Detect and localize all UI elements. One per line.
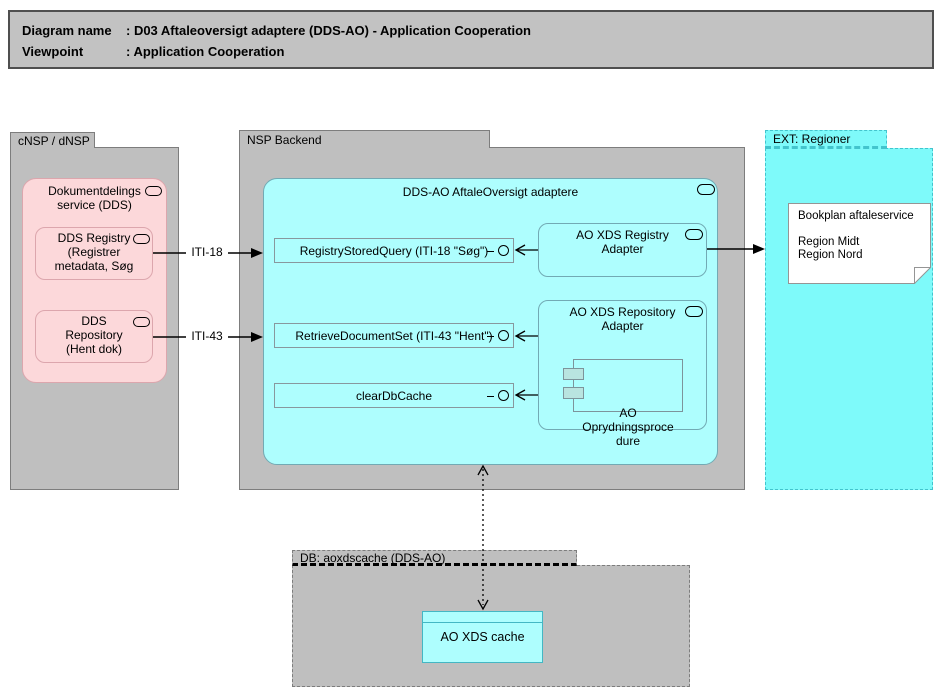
title-value-viewpoint: : Application Cooperation xyxy=(126,44,285,59)
connector-label-iti43: ITI-43 xyxy=(186,329,228,344)
application-service-icon xyxy=(697,184,715,195)
iface-label-retrievedocumentset: RetrieveDocumentSet (ITI-43 "Hent") xyxy=(295,328,493,343)
node-ao-oprydningsprocedure[interactable]: AO Oprydningsproce dure xyxy=(563,359,683,448)
provided-interface-icon xyxy=(498,244,509,256)
provided-interface-icon xyxy=(498,389,509,401)
iface-registrystoredquery[interactable]: RegistryStoredQuery (ITI-18 "Søg") xyxy=(274,238,514,263)
node-label-dokumentdelings-service: Dokumentdelings service (DDS) xyxy=(48,184,141,212)
interface-stem xyxy=(487,395,494,397)
group-label-cnsp-dnsp: cNSP / dNSP xyxy=(18,134,90,148)
interface-stem xyxy=(487,250,494,252)
note-bookplan[interactable]: Bookplan aftaleservice Region Midt Regio… xyxy=(798,210,914,261)
title-row-viewpoint: Viewpoint : Application Cooperation xyxy=(22,41,932,62)
group-tab-cnsp-dnsp[interactable]: cNSP / dNSP xyxy=(10,132,95,148)
application-service-icon xyxy=(133,234,150,244)
title-label-viewpoint: Viewpoint xyxy=(22,44,84,59)
node-label-ao-oprydningsprocedure: AO Oprydningsproce dure xyxy=(582,406,674,448)
application-service-icon xyxy=(145,186,162,196)
application-service-icon xyxy=(685,229,703,240)
iface-label-cleardbcache: clearDbCache xyxy=(355,388,433,403)
application-service-icon xyxy=(133,317,150,327)
iface-cleardbcache[interactable]: clearDbCache xyxy=(274,383,514,408)
title-label-diagram-name: Diagram name xyxy=(22,23,112,38)
group-label-nsp-backend: NSP Backend xyxy=(247,133,322,147)
folded-corner-icon xyxy=(914,267,931,284)
cache-header-strip xyxy=(423,622,542,623)
component-tab-icon xyxy=(563,387,584,399)
group-tab-ext-regioner[interactable]: EXT: Regioner xyxy=(765,130,887,149)
title-value-diagram-name: : D03 Aftaleoversigt adaptere (DDS-AO) -… xyxy=(126,23,531,38)
iface-label-registrystoredquery: RegistryStoredQuery (ITI-18 "Søg") xyxy=(299,243,489,258)
interface-stem xyxy=(487,335,494,337)
group-ext-regioner[interactable] xyxy=(765,148,933,490)
note-shape xyxy=(788,203,931,284)
node-label-dds-ao: DDS-AO AftaleOversigt adaptere xyxy=(402,185,579,199)
group-tab-db-aoxdscache[interactable]: DB: aoxdscache (DDS-AO) xyxy=(292,550,577,566)
application-service-icon xyxy=(685,306,703,317)
node-label-ao-xds-registry-adapter: AO XDS Registry Adapter xyxy=(576,228,669,256)
node-ao-xds-registry-adapter[interactable]: AO XDS Registry Adapter xyxy=(538,223,707,277)
node-label-dds-repository: DDS Repository (Hent dok) xyxy=(65,314,123,356)
iface-retrievedocumentset[interactable]: RetrieveDocumentSet (ITI-43 "Hent") xyxy=(274,323,514,348)
title-row-diagram-name: Diagram name : D03 Aftaleoversigt adapter… xyxy=(22,20,932,41)
group-label-ext-regioner: EXT: Regioner xyxy=(773,132,851,146)
connector-label-iti18: ITI-18 xyxy=(186,245,228,260)
node-ao-xds-cache[interactable]: AO XDS cache xyxy=(422,611,543,663)
node-label-ao-xds-repository-adapter: AO XDS Repository Adapter xyxy=(569,305,676,333)
node-label-dds-registry: DDS Registry (Registrer metadata, Søg xyxy=(54,231,134,273)
node-label-ao-xds-cache: AO XDS cache xyxy=(440,630,525,644)
provided-interface-icon xyxy=(498,329,509,341)
diagram-title-box: Diagram name : D03 Aftaleoversigt adapter… xyxy=(8,10,934,69)
group-tab-nsp-backend[interactable]: NSP Backend xyxy=(239,130,490,148)
group-label-db-aoxdscache: DB: aoxdscache (DDS-AO) xyxy=(300,550,446,565)
component-tab-icon xyxy=(563,368,584,380)
